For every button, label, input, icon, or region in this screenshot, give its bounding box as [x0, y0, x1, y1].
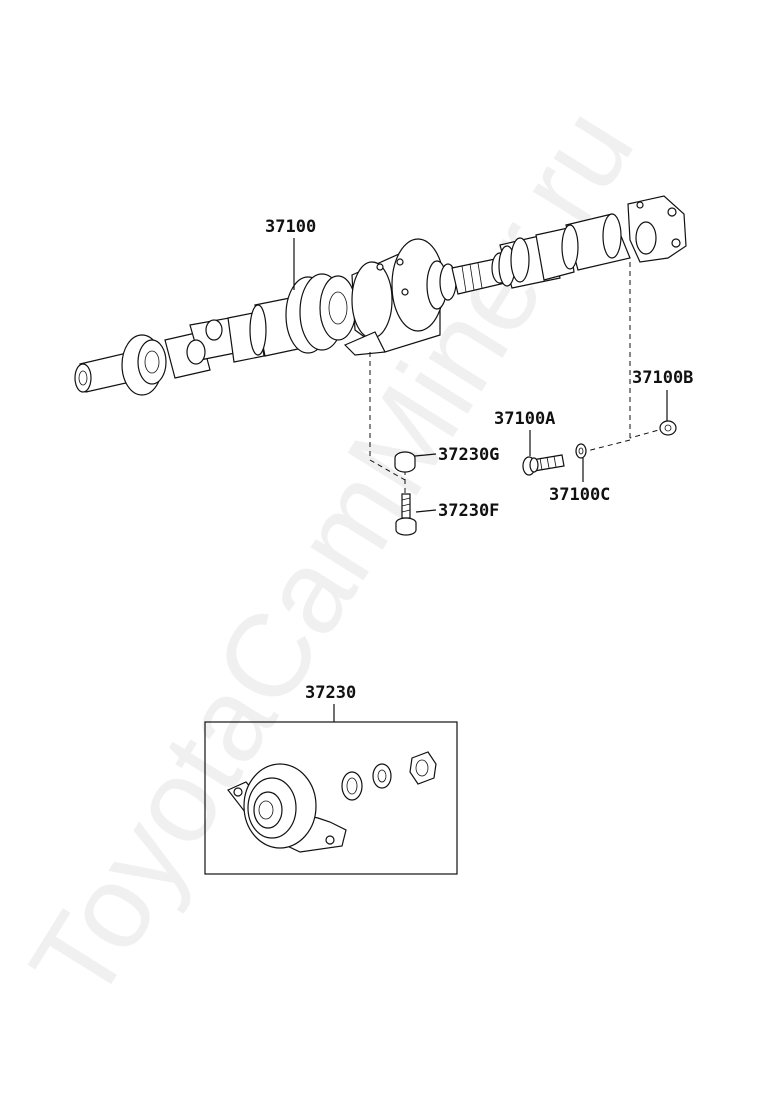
middle-universal-joint	[498, 227, 575, 289]
svg-text:ToyotaCamMinеr.ru: ToyotaCamMinеr.ru	[5, 86, 659, 1024]
rear-shaft-tube	[561, 213, 631, 271]
label-37230: 37230	[305, 683, 356, 703]
nut-37230g	[394, 451, 437, 473]
label-37100: 37100	[265, 217, 316, 237]
label-37100a: 37100A	[494, 409, 555, 429]
propeller-shaft-assembly	[74, 195, 687, 396]
washer-37100c	[575, 443, 587, 482]
watermark: ToyotaCamMinеr.ru	[5, 86, 659, 1024]
label-37230g: 37230G	[438, 445, 499, 465]
rear-flange	[627, 195, 687, 263]
label-37100c: 37100C	[549, 485, 610, 505]
washer-ring	[372, 763, 392, 789]
damper-ring	[285, 273, 357, 354]
bolt-37230f	[395, 493, 437, 536]
bolt-37100a	[522, 430, 565, 476]
center-bearing-kit	[204, 704, 458, 875]
label-37100b: 37100B	[632, 368, 693, 388]
lock-nut	[409, 751, 437, 785]
assembly-guide-lines	[369, 262, 667, 500]
kit-box	[204, 721, 458, 875]
center-bearing	[227, 763, 347, 853]
label-37230f: 37230F	[438, 501, 499, 521]
front-flange-yoke	[121, 334, 167, 396]
center-bearing-housing	[343, 238, 457, 356]
seal-ring	[341, 771, 363, 801]
front-universal-joint	[164, 311, 265, 379]
nut-37100b	[659, 390, 677, 436]
part-labels: 37100 37100B 37100A 37230G 37100C 37230F…	[265, 217, 693, 703]
